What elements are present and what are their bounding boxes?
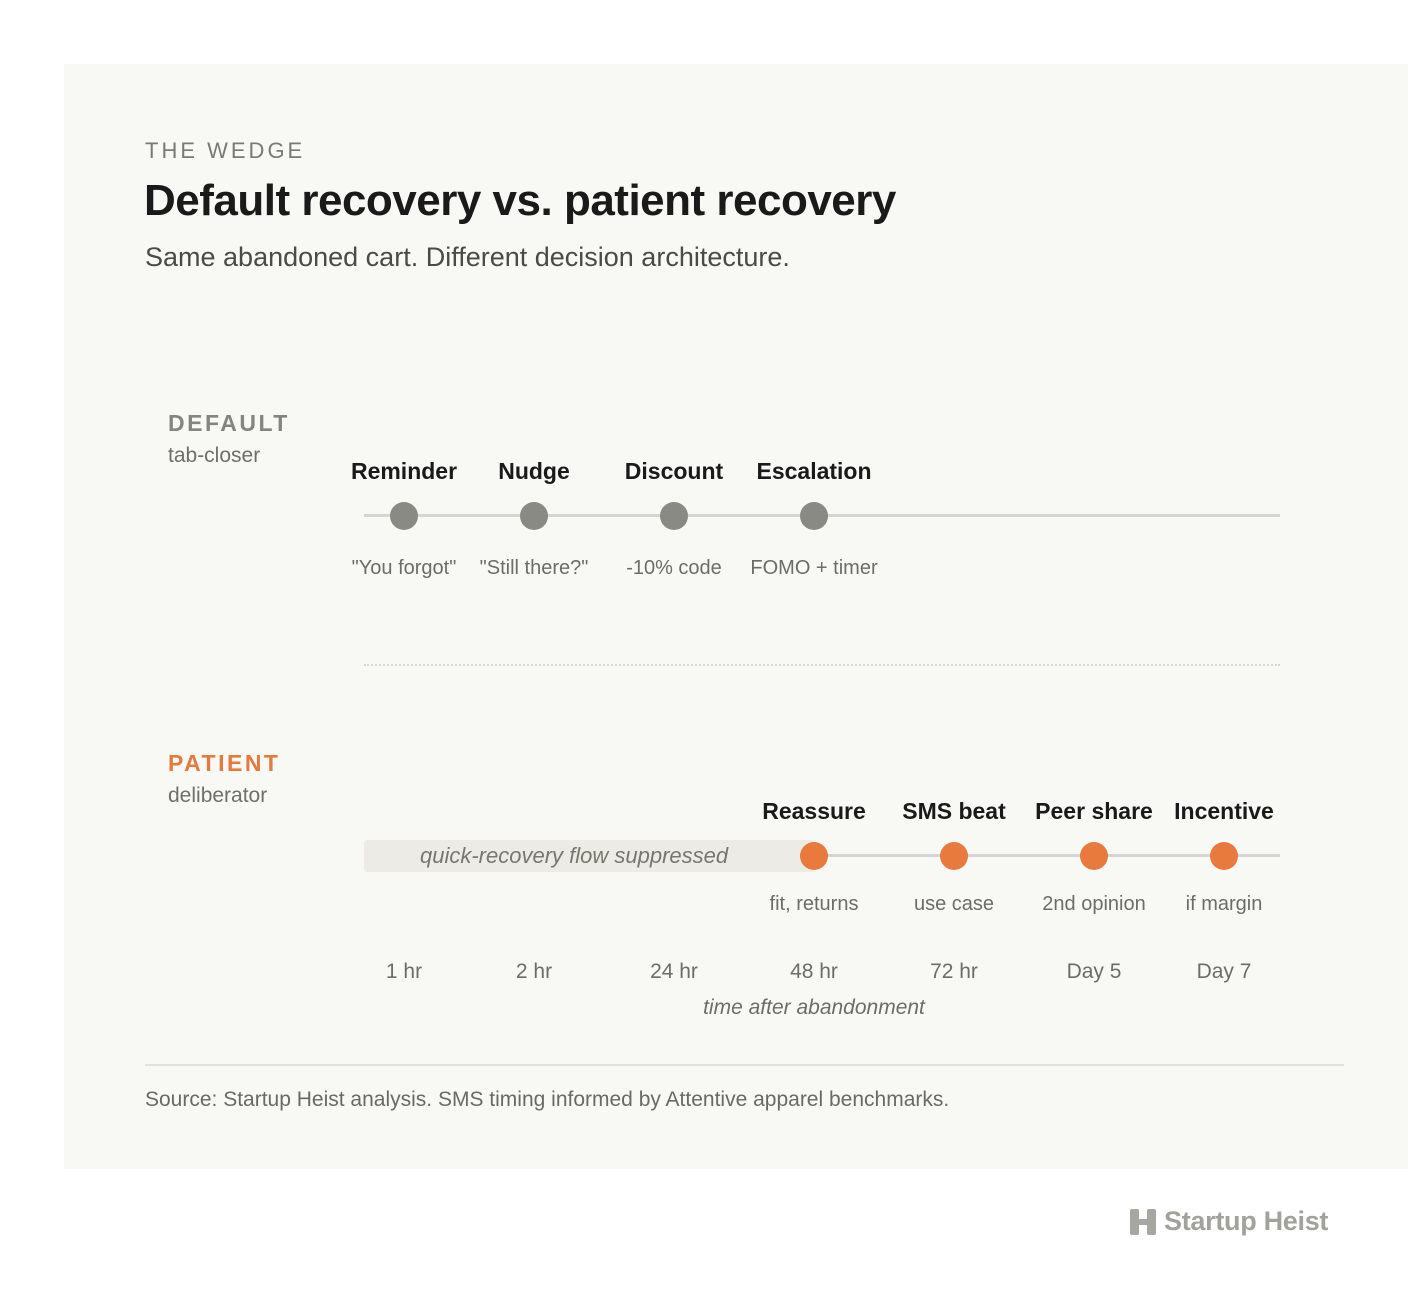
default-step-title: Reminder <box>350 458 458 484</box>
patient-step-note: fit, returns <box>769 893 859 915</box>
patient-step-title: SMS beat <box>902 798 1006 824</box>
patient-step-dot <box>1080 842 1108 870</box>
axis-tick-label: 1 hr <box>385 960 423 983</box>
default-step-note: "Still there?" <box>479 557 589 579</box>
brand-name: Startup Heist <box>1164 1206 1329 1236</box>
patient-step-note: if margin <box>1185 893 1263 915</box>
patient-track <box>814 854 1280 857</box>
default-step-note: -10% code <box>626 557 722 579</box>
axis-tick-label: 48 hr <box>790 960 838 983</box>
suppressed-label: quick-recovery flow suppressed <box>420 843 729 868</box>
default-step-dot <box>390 502 418 530</box>
default-row-label: DEFAULT <box>168 410 290 436</box>
footer-divider <box>145 1064 1344 1066</box>
brand-logo: Startup Heist <box>1130 1206 1328 1237</box>
patient-step-note: 2nd opinion <box>1042 893 1146 915</box>
subtitle: Same abandoned cart. Different decision … <box>145 242 790 272</box>
default-step-note: FOMO + timer <box>750 557 878 579</box>
axis-tick-label: 24 hr <box>650 960 698 983</box>
axis-tick-label: Day 7 <box>1196 960 1252 983</box>
default-step-note: "You forgot" <box>351 557 457 579</box>
suppressed-band <box>364 840 814 872</box>
patient-step-dot <box>940 842 968 870</box>
patient-step-title: Incentive <box>1174 798 1274 824</box>
default-step-dot <box>520 502 548 530</box>
default-step-title: Nudge <box>498 458 570 484</box>
patient-step-dot <box>1210 842 1238 870</box>
axis-tick-label: Day 5 <box>1066 960 1122 983</box>
startup-heist-logo-icon <box>1130 1208 1156 1235</box>
eyebrow: THE WEDGE <box>145 138 306 163</box>
axis-title: time after abandonment <box>703 996 925 1019</box>
source-note: Source: Startup Heist analysis. SMS timi… <box>145 1088 950 1111</box>
patient-step-title: Reassure <box>762 798 866 824</box>
row-divider <box>364 664 1280 666</box>
default-step-dot <box>800 502 828 530</box>
default-step-dot <box>660 502 688 530</box>
patient-step-title: Peer share <box>1035 798 1153 824</box>
patient-row-label: PATIENT <box>168 750 281 776</box>
patient-row-sublabel: deliberator <box>168 784 268 807</box>
patient-step-note: use case <box>913 893 995 915</box>
axis-tick-label: 72 hr <box>930 960 978 983</box>
default-step-title: Discount <box>624 458 724 484</box>
axis-tick-label: 2 hr <box>515 960 553 983</box>
page-title: Default recovery vs. patient recovery <box>144 176 896 225</box>
patient-step-dot <box>800 842 828 870</box>
default-step-title: Escalation <box>756 458 872 484</box>
default-row-sublabel: tab-closer <box>168 444 261 467</box>
diagram-card <box>64 64 1408 1169</box>
